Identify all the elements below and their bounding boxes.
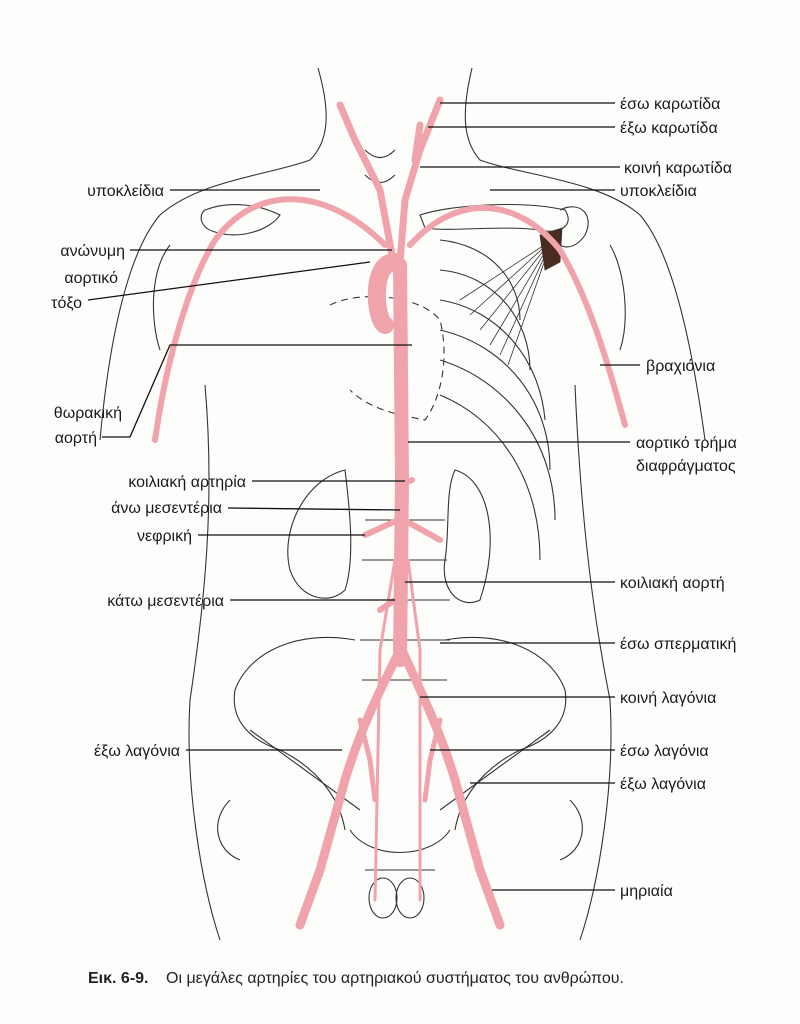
label-thoracic-aorta-1: θωρακική xyxy=(54,405,122,422)
label-inferior-mesenteric: κάτω μεσεντέρια xyxy=(107,593,224,610)
label-celiac-artery: κοιλιακή αρτηρία xyxy=(128,474,246,491)
label-aortic-hiatus-2: διαφράγματος xyxy=(636,458,736,475)
label-renal: νεφρική xyxy=(137,528,192,545)
label-brachial: βραχιόνια xyxy=(646,358,715,375)
label-femoral: μηριαία xyxy=(620,883,673,900)
arteries xyxy=(152,96,628,930)
caption-number: Εικ. 6-9. xyxy=(88,970,149,987)
label-internal-carotid: έσω καρωτίδα xyxy=(620,96,720,113)
label-aortic-hiatus-1: αορτικό τρήμα xyxy=(636,435,737,452)
label-external-iliac-right: έξω λαγόνια xyxy=(620,776,706,793)
label-external-carotid: έξω καρωτίδα xyxy=(620,120,718,137)
label-internal-iliac: έσω λαγόνια xyxy=(620,743,709,760)
label-thoracic-aorta-2: αορτή xyxy=(55,430,97,447)
label-aortic-arch-1: αορτικό xyxy=(64,270,118,287)
pectoral-muscle-hatching xyxy=(459,227,563,366)
labels-right: έσω καρωτίδα έξω καρωτίδα κοινή καρωτίδα… xyxy=(620,96,737,900)
leader-lines xyxy=(87,102,640,891)
label-subclavian-right: υποκλείδια xyxy=(620,183,697,200)
label-abdominal-aorta: κοιλιακή αορτή xyxy=(620,575,725,592)
label-aortic-arch-2: τόξο xyxy=(51,295,82,312)
label-external-iliac-left: έξω λαγόνια xyxy=(94,743,180,760)
labels-left: υποκλείδια ανώνυμη αορτικό τόξο θωρακική… xyxy=(51,183,246,760)
caption-text: Οι μεγάλες αρτηρίες του αρτηριακού συστή… xyxy=(166,970,624,987)
label-common-carotid: κοινή καρωτίδα xyxy=(624,160,732,177)
label-innominate: ανώνυμη xyxy=(60,243,125,260)
label-subclavian-left: υποκλείδια xyxy=(87,183,164,200)
label-common-iliac: κοινή λαγόνια xyxy=(620,690,716,707)
label-superior-mesenteric: άνω μεσεντέρια xyxy=(111,500,222,517)
label-internal-spermatic: έσω σπερματική xyxy=(620,636,736,653)
